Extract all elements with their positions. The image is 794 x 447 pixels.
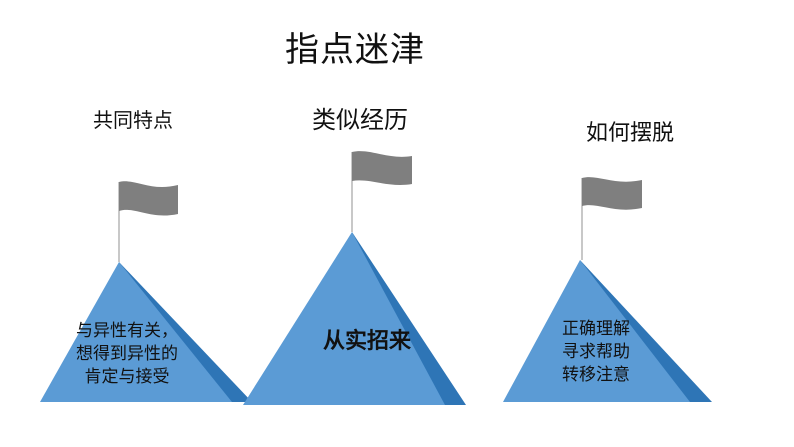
pyramid-3-text: 正确理解 寻求帮助 转移注意 xyxy=(546,318,646,387)
pyramid-1-side xyxy=(119,262,252,402)
text-line: 从实招来 xyxy=(322,329,411,354)
page-title: 指点迷津 xyxy=(285,30,425,70)
text-line: 与异性有关， xyxy=(76,321,178,341)
pyramid-3-front xyxy=(503,260,690,402)
pyramid-3 xyxy=(503,177,712,402)
pyramid-1-front xyxy=(40,262,232,402)
text-line: 想得到异性的 xyxy=(76,344,178,364)
text-line: 正确理解 xyxy=(562,319,630,339)
column-heading-1: 共同特点 xyxy=(93,108,173,132)
column-heading-3: 如何摆脱 xyxy=(586,121,675,146)
pyramid-2 xyxy=(243,151,466,405)
pyramid-1 xyxy=(40,181,252,402)
pyramid-2-side xyxy=(352,232,466,405)
text-line: 肯定与接受 xyxy=(84,367,170,387)
pyramid-2-front xyxy=(243,232,445,405)
pyramid-1-text: 与异性有关， 想得到异性的 肯定与接受 xyxy=(62,320,192,389)
pyramid-3-side xyxy=(580,260,712,402)
text-line: 寻求帮助 xyxy=(562,342,630,362)
flag-icon xyxy=(119,181,178,216)
pyramid-2-text: 从实招来 xyxy=(302,330,432,353)
flag-icon xyxy=(352,151,412,185)
flag-icon xyxy=(582,177,642,210)
column-heading-2: 类似经历 xyxy=(312,106,408,134)
text-line: 转移注意 xyxy=(562,365,630,385)
